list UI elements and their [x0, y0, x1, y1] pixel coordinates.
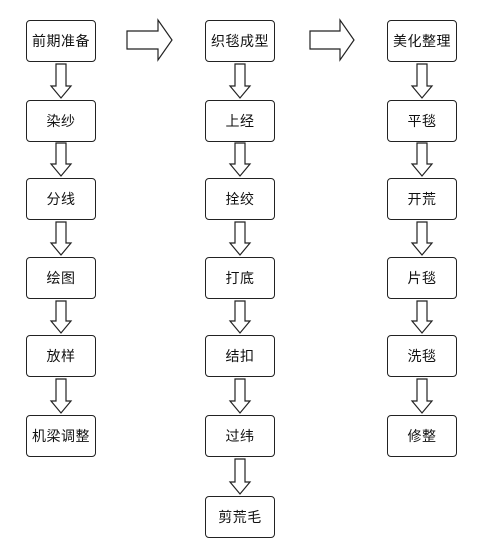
- stage-1-header-box: 前期准备: [26, 20, 96, 62]
- stage-3-step-4-box: 洗毯: [387, 335, 457, 377]
- down-arrow-stage-1-1: [49, 63, 73, 99]
- stage-2-step-5-box: 过纬: [205, 415, 275, 457]
- stage-1-step-2-box: 分线: [26, 178, 96, 220]
- stage-1-step-3-box: 绘图: [26, 257, 96, 299]
- down-arrow-stage-2-6: [228, 458, 252, 495]
- down-arrow-stage-3-5: [410, 378, 434, 414]
- down-arrow-stage-1-4: [49, 300, 73, 334]
- stage-3-step-2-box: 开荒: [387, 178, 457, 220]
- stage-2-step-2-box: 拴绞: [205, 178, 275, 220]
- down-arrow-stage-1-3: [49, 221, 73, 256]
- stage-2-step-3-box: 打底: [205, 257, 275, 299]
- stage-2-step-4-box: 结扣: [205, 335, 275, 377]
- stage-3-header-box: 美化整理: [387, 20, 457, 62]
- right-arrow-stage-2-to-3: [309, 18, 355, 62]
- down-arrow-stage-3-3: [410, 221, 434, 256]
- stage-1-step-5-box: 机梁调整: [26, 415, 96, 457]
- down-arrow-stage-2-3: [228, 221, 252, 256]
- right-arrow-stage-1-to-2: [126, 18, 173, 62]
- down-arrow-stage-2-5: [228, 378, 252, 414]
- down-arrow-stage-2-2: [228, 142, 252, 177]
- stage-3-step-1-box: 平毯: [387, 100, 457, 142]
- stage-2-step-6-box: 剪荒毛: [205, 496, 275, 538]
- down-arrow-stage-3-2: [410, 142, 434, 177]
- down-arrow-stage-3-4: [410, 300, 434, 334]
- down-arrow-stage-2-1: [228, 63, 252, 99]
- stage-2-step-1-box: 上经: [205, 100, 275, 142]
- down-arrow-stage-1-5: [49, 378, 73, 414]
- stage-2-header-box: 织毯成型: [205, 20, 275, 62]
- stage-1-step-1-box: 染纱: [26, 100, 96, 142]
- down-arrow-stage-3-1: [410, 63, 434, 99]
- down-arrow-stage-1-2: [49, 142, 73, 177]
- stage-3-step-5-box: 修整: [387, 415, 457, 457]
- stage-3-step-3-box: 片毯: [387, 257, 457, 299]
- down-arrow-stage-2-4: [228, 300, 252, 334]
- stage-1-step-4-box: 放样: [26, 335, 96, 377]
